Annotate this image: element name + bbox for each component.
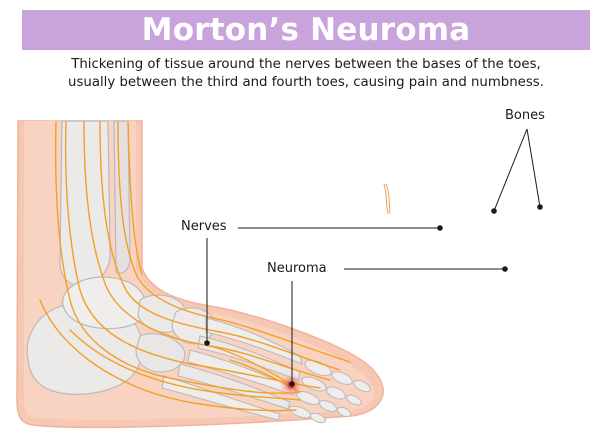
bones-label: Bones <box>505 108 545 123</box>
neuroma-dot-end <box>502 266 508 272</box>
nerves-label: Nerves <box>181 219 227 234</box>
small-fiber-mark <box>383 183 391 215</box>
subtitle-line-2: usually between the third and fourth toe… <box>68 75 544 90</box>
talus-bone <box>62 276 147 330</box>
neuroma-dot-foot <box>289 381 295 387</box>
nerves-dot-end <box>437 225 443 231</box>
bones-dot-1 <box>491 208 497 214</box>
toe-bones <box>289 359 371 424</box>
bones-leader-1 <box>493 128 528 212</box>
nerves-dot-foot <box>204 340 210 346</box>
nerve-paths <box>39 121 351 412</box>
cuboid-bone <box>135 333 186 373</box>
subtitle: Thickening of tissue around the nerves b… <box>0 56 612 92</box>
fibula-bone <box>113 120 131 274</box>
page-title: Morton’s Neuroma <box>141 12 471 48</box>
subtitle-line-1: Thickening of tissue around the nerves b… <box>71 57 541 72</box>
leader-lines <box>206 128 541 384</box>
bones-dot-2 <box>537 204 543 210</box>
metatarsal-5 <box>161 375 281 421</box>
neuroma-label: Neuroma <box>267 261 327 276</box>
leader-dots <box>204 204 543 387</box>
title-banner: Morton’s Neuroma <box>22 10 590 50</box>
bones-leader-2 <box>526 128 541 208</box>
